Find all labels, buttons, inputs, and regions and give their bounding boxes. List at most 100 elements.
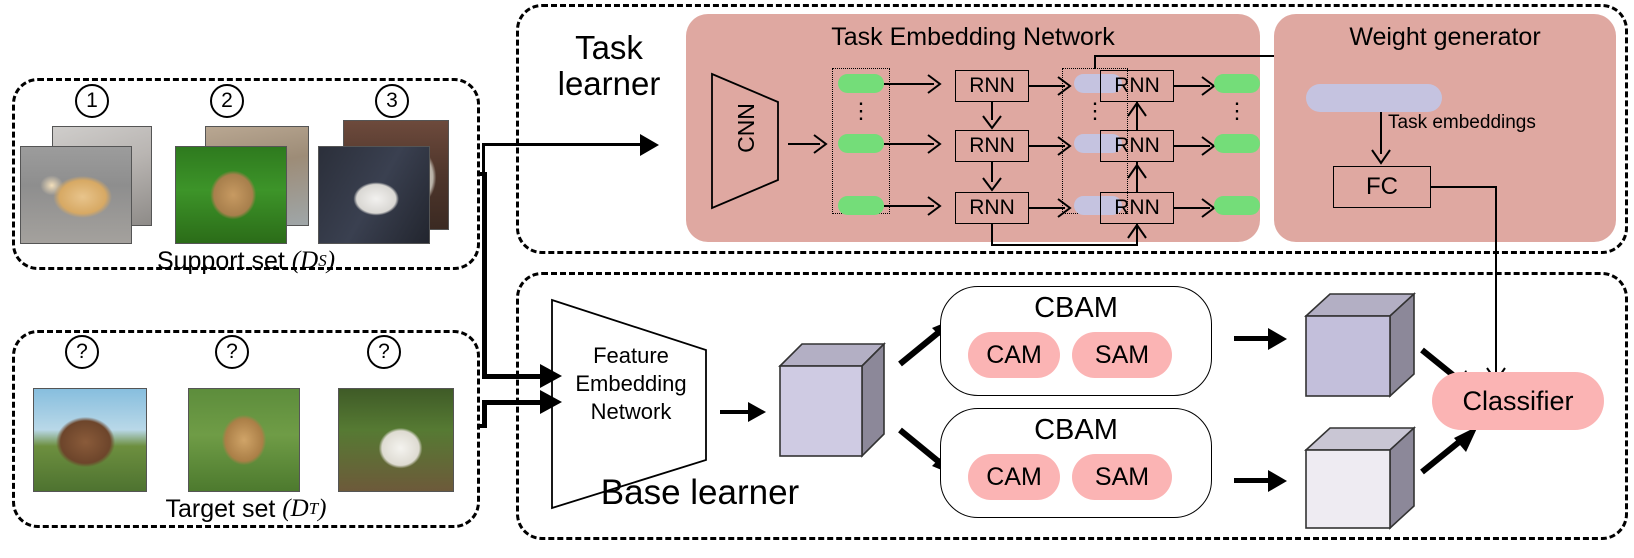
input-pill-2-line: [884, 143, 934, 145]
mid-pill-1: [1074, 74, 1122, 93]
forward-rnn-link-1-arrowhead: [982, 115, 1002, 130]
feature-embedding-network-trapezoid: [551, 298, 707, 510]
mid-pills-vertical-dots: ⋮: [1062, 96, 1128, 126]
backward-rnn-3-out: [1174, 207, 1210, 209]
task-learner-label-line2: learner: [557, 65, 661, 102]
cbam-block-1-title: CBAM: [940, 286, 1212, 330]
input-pill-3: [838, 196, 884, 215]
support-label-2-text: 2: [221, 89, 233, 112]
task-embedding-network-title: Task Embedding Network: [686, 20, 1260, 54]
backward-rnn-1-label: RNN: [1114, 74, 1160, 97]
fc-box-label: FC: [1366, 173, 1398, 200]
backward-rnn-2: RNN: [1100, 130, 1174, 162]
target-label-1: ?: [65, 335, 99, 369]
backward-rnn-1: RNN: [1100, 70, 1174, 102]
output-pill-1: [1214, 74, 1260, 93]
task-embedding-network-title-text: Task Embedding Network: [831, 22, 1115, 51]
base-learner-container: [516, 272, 1628, 540]
target-label-3-text: ?: [378, 340, 390, 363]
target-bus-vertical: [482, 400, 487, 428]
input-pill-3-arrowhead: [927, 196, 942, 216]
cbam-block-1-cam: CAM: [968, 332, 1060, 378]
cnn-out-arrowhead: [813, 134, 828, 154]
fc-out-horizontal: [1431, 186, 1497, 188]
target-label-3: ?: [367, 335, 401, 369]
support-set-symbol-sub: S: [318, 251, 327, 270]
backward-rnn-link-2-arrowhead: [1127, 163, 1147, 179]
forward-rnn-link-2: [991, 162, 993, 182]
support-set-container: [12, 78, 480, 270]
base-learner-label: Base learner: [540, 470, 860, 516]
forward-rnn-1-label: RNN: [969, 74, 1015, 97]
feature-map-cube: [778, 340, 886, 460]
cbam-block-1-cam-label: CAM: [986, 340, 1042, 369]
cbam-block-2-title: CBAM: [940, 408, 1212, 452]
task-embedding-to-fc-arrowhead: [1371, 149, 1391, 165]
weight-generator-title: Weight generator: [1274, 20, 1616, 54]
support-label-1: 1: [75, 84, 109, 118]
target-image-3: [338, 388, 454, 492]
target-set-container: [12, 330, 480, 528]
fc-out-vertical: [1495, 186, 1497, 372]
support-bus-vertical: [482, 172, 487, 378]
support-image-3: [318, 146, 430, 244]
weight-generator-title-text: Weight generator: [1349, 22, 1541, 51]
cnn-out-line: [788, 143, 820, 145]
input-pill-2: [838, 134, 884, 153]
classifier-node: Classifier: [1432, 372, 1604, 430]
base-learner-feed-line-target: [482, 400, 544, 405]
backward-rnn-link-1-arrowhead: [1127, 101, 1147, 117]
base-learner-feed-arrow-target: [540, 390, 562, 414]
output-pill-2: [1214, 134, 1260, 153]
input-pills-dots-text: ⋮: [850, 98, 872, 123]
task-learner-feed-line: [482, 143, 642, 146]
cbam-1-out-line: [1234, 336, 1272, 341]
classifier-label: Classifier: [1462, 385, 1574, 416]
feedback-bottom-arrowhead: [1127, 223, 1147, 239]
fc-box: FC: [1333, 166, 1431, 208]
mid-pill-3: [1074, 196, 1122, 215]
support-image-1: [20, 146, 132, 244]
target-set-symbol-close: ): [318, 495, 327, 522]
task-embedding-out-riser: [1094, 55, 1096, 69]
target-set-symbol-open: (D: [282, 495, 309, 522]
fen-out-arrowhead: [748, 402, 766, 422]
cbam-block-2-sam: SAM: [1072, 454, 1172, 500]
fen-label-line3: Network: [590, 399, 672, 425]
support-label-2: 2: [210, 84, 244, 118]
input-pill-1: [838, 74, 884, 93]
support-label-1-text: 1: [86, 89, 98, 112]
support-label-3-text: 3: [386, 89, 398, 112]
cnn-label: CNN: [716, 98, 776, 158]
backward-rnn-1-out: [1174, 85, 1210, 87]
cbam-2-out-line: [1234, 478, 1272, 483]
feedback-bottom-down: [991, 224, 993, 246]
base-learner-feed-arrow-support: [540, 364, 562, 388]
support-label-3: 3: [375, 84, 409, 118]
target-label-2: ?: [215, 335, 249, 369]
input-pill-3-line: [884, 205, 934, 207]
target-label-1-text: ?: [76, 340, 88, 363]
support-set-symbol-close: ): [326, 247, 336, 274]
cbam-block-2-sam-label: SAM: [1094, 462, 1150, 491]
backward-rnn-2-out: [1174, 145, 1210, 147]
backward-rnn-link-2: [1136, 162, 1138, 192]
cbam-block-1-sam: SAM: [1072, 332, 1172, 378]
forward-rnn-2-out: [1029, 145, 1065, 147]
task-learner-feed-arrowhead: [640, 134, 659, 156]
forward-rnn-1-out: [1029, 85, 1065, 87]
support-set-symbol-open: (D: [291, 247, 319, 274]
output-pill-3: [1214, 196, 1260, 215]
target-image-1: [33, 388, 147, 492]
feedback-bottom-horizontal: [991, 244, 1137, 246]
cbam-1-out-arrowhead: [1268, 328, 1287, 350]
forward-rnn-3-out: [1029, 207, 1065, 209]
weight-generator-panel: [1274, 14, 1616, 242]
task-learner-feed-riser: [482, 143, 485, 175]
feature-embedding-network-label: Feature Embedding Network: [556, 336, 706, 432]
backward-rnn-3-label: RNN: [1114, 196, 1160, 219]
input-pill-1-line: [884, 83, 934, 85]
task-learner-label: Task learner: [530, 18, 688, 114]
